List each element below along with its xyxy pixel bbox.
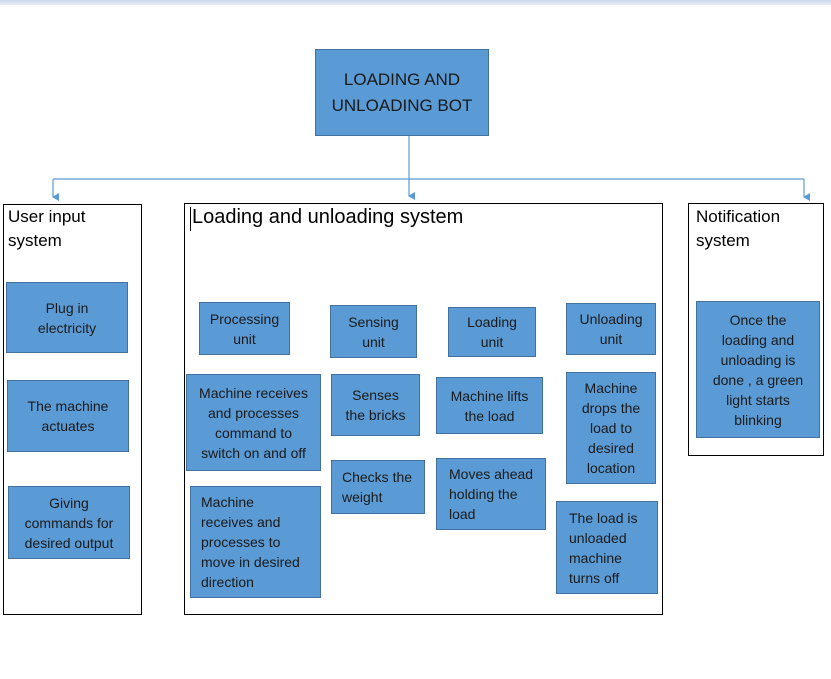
notification-message: Once the loading and unloading is done ,… (696, 301, 820, 438)
processing-step-1: Machine receives and processes command t… (186, 374, 321, 471)
root-node: LOADING AND UNLOADING BOT (315, 49, 489, 136)
processing-step-2: Machine receives and processes to move i… (190, 486, 321, 598)
loading-step-2: Moves ahead holding the load (436, 458, 546, 530)
unloading-step-2: The load is unloaded machine turns off (556, 501, 658, 594)
text-cursor (190, 207, 191, 231)
unloading-step-1: Machine drops the load to desired locati… (566, 372, 656, 484)
processing-unit-box: Processing unit (199, 302, 290, 355)
loading-unit-box: Loading unit (448, 307, 536, 357)
window-top-bar (0, 0, 831, 5)
user-input-step-1: Plug in electricity (6, 282, 128, 353)
sensing-step-1: Senses the bricks (331, 374, 420, 436)
unloading-unit-box: Unloading unit (566, 303, 656, 355)
user-input-step-2: The machine actuates (7, 380, 129, 452)
user-input-step-3: Giving commands for desired output (8, 486, 130, 559)
loading-system-title: Loading and unloading system (192, 206, 464, 228)
sensing-unit-box: Sensing unit (330, 305, 417, 358)
sensing-step-2: Checks the weight (331, 460, 425, 514)
notification-title: Notification system (696, 207, 781, 250)
user-input-title: User input system (8, 207, 86, 250)
root-node-label: LOADING AND UNLOADING BOT (331, 69, 473, 115)
loading-step-1: Machine lifts the load (436, 377, 543, 434)
